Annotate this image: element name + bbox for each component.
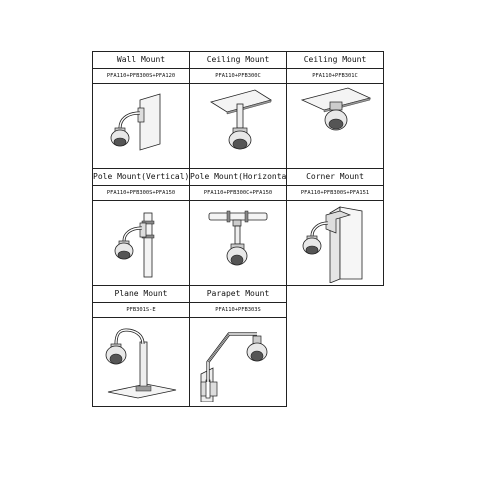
mount-title: Corner Mount (287, 169, 383, 186)
mount-title: Parapet Mount (190, 286, 286, 303)
mount-title: Ceiling Mount (287, 52, 383, 69)
wall-mount-icon (110, 93, 161, 151)
mount-title: Pole Mount(Vertical) (93, 169, 189, 186)
mount-model: PFA110+PFB300C+PFA150 (190, 186, 286, 201)
ceiling-flush-mount-icon (300, 87, 372, 131)
parapet-mount-icon (200, 332, 268, 402)
pole-horizontal-mount-icon (208, 210, 268, 266)
pole-vertical-mount-icon (114, 212, 155, 278)
mount-title: Plane Mount (93, 286, 189, 303)
mount-model: PFA110+PFB300S+PFA120 (93, 69, 189, 84)
mount-cell-parapet: Parapet Mount PFA110+PFB303S (190, 286, 287, 407)
mount-title: Pole Mount(Horizontal) (190, 169, 286, 186)
empty-cell (287, 286, 383, 407)
corner-mount-icon (302, 206, 363, 283)
mount-cell-pole-horizontal: Pole Mount(Horizontal) PFA110+PFB300C+PF… (190, 169, 287, 286)
mount-model: PFA110+PFB300S+PFA150 (93, 186, 189, 201)
mount-title: Ceiling Mount (190, 52, 286, 69)
mount-cell-ceiling-flush: Ceiling Mount PFA110+PFB301C (287, 52, 384, 169)
mount-model: PFA110+PFB300C (190, 69, 286, 84)
mount-cell-wall: Wall Mount PFA110+PFB300S+PFA120 (93, 52, 190, 169)
mount-model: PFB301S-E (93, 303, 189, 318)
mount-cell-corner: Corner Mount PFA110+PFB300S+PFA151 (287, 169, 384, 286)
mount-cell-pole-vertical: Pole Mount(Vertical) PFA110+PFB300S+PFA1… (93, 169, 190, 286)
mount-title: Wall Mount (93, 52, 189, 69)
plane-mount-icon (105, 328, 177, 399)
mount-model: PFA110+PFB300S+PFA151 (287, 186, 383, 201)
mount-cell-plane: Plane Mount PFB301S-E (93, 286, 190, 407)
ceiling-mount-icon (210, 89, 272, 150)
mount-model: PFA110+PFB303S (190, 303, 286, 318)
mount-cell-ceiling: Ceiling Mount PFA110+PFB300C (190, 52, 287, 169)
mount-options-table: Wall Mount PFA110+PFB300S+PFA120 Ceiling… (92, 51, 384, 407)
mount-model: PFA110+PFB301C (287, 69, 383, 84)
